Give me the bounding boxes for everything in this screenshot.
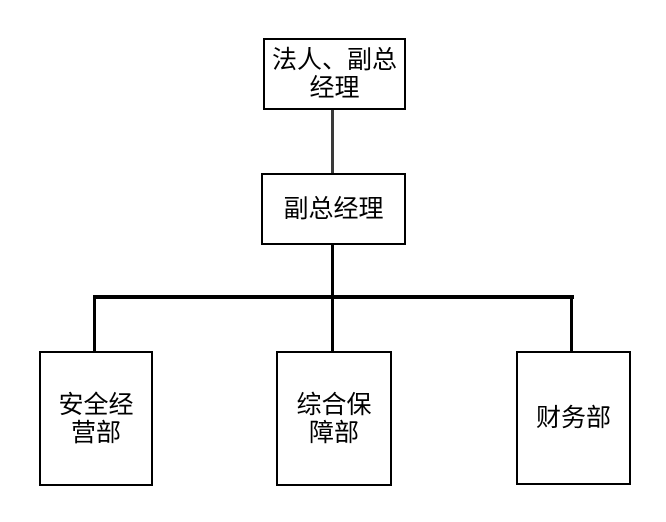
connector-root-to-manager <box>331 110 334 173</box>
connector-bus-to-dept3 <box>570 295 573 351</box>
connector-bus-to-dept1 <box>93 295 96 351</box>
connector-manager-to-bus <box>331 245 334 297</box>
org-node-root: 法人、副总 经理 <box>263 38 406 110</box>
org-node-dept-comprehensive-support: 综合保 障部 <box>276 351 392 486</box>
org-node-dept-safety-operations: 安全经 营部 <box>39 351 153 486</box>
connector-bus-to-dept2 <box>331 295 334 351</box>
org-node-dept-finance: 财务部 <box>516 351 631 485</box>
org-node-deputy-general-manager: 副总经理 <box>261 173 406 245</box>
